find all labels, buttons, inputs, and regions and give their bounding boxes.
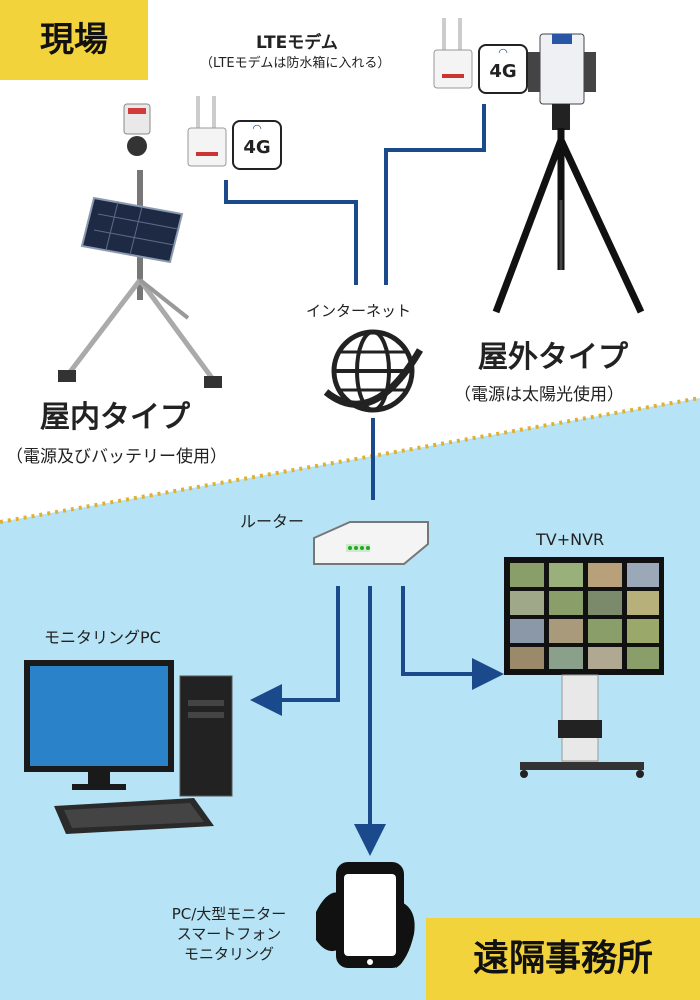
badge-4g-right: ◠ 4G — [478, 44, 528, 94]
globe-icon — [323, 329, 424, 413]
office-tag: 遠隔事務所 — [426, 918, 700, 1000]
smartphone-label-line2: スマートフォン — [176, 925, 282, 943]
wifi-signal-icon: ◠ — [498, 46, 508, 59]
indoor-type-note: （電源及びバッテリー使用） — [6, 447, 227, 467]
smartphone-label-line1: PC/大型モニター — [171, 905, 287, 923]
smartphone-label-line3: モニタリング — [183, 945, 274, 963]
outdoor-type-title: 屋外タイプ — [478, 340, 628, 375]
internet-label: インターネット — [306, 302, 412, 320]
lte-modem-note: （LTEモデムは防水箱に入れる） — [200, 56, 391, 71]
lte-modem-right — [433, 18, 473, 89]
outdoor-type-note: （電源は太陽光使用） — [454, 385, 624, 405]
lte-modem-left — [187, 96, 227, 167]
indoor-type-title: 屋内タイプ — [40, 400, 190, 435]
site-tag: 現場 — [0, 0, 148, 80]
router-icon — [313, 521, 429, 565]
smartphone-icon — [316, 862, 415, 968]
lte-modem-title: LTEモデム — [256, 33, 338, 53]
outdoor-camera-station — [492, 33, 645, 314]
zone-divider — [0, 396, 700, 524]
monitoring-pc-icon — [24, 660, 233, 834]
tv-nvr-icon — [504, 557, 664, 778]
connection-lines — [224, 104, 504, 856]
indoor-camera-station — [58, 103, 222, 388]
smartphone-label: PC/大型モニター スマートフォン モニタリング — [144, 904, 314, 964]
office-zone — [0, 398, 700, 1000]
monitoring-pc-label: モニタリングPC — [44, 628, 161, 647]
router-label: ルーター — [240, 512, 305, 531]
wifi-signal-icon: ◠ — [252, 122, 262, 135]
tv-nvr-label: TV+NVR — [536, 530, 605, 549]
badge-4g-left: ◠ 4G — [232, 120, 282, 170]
